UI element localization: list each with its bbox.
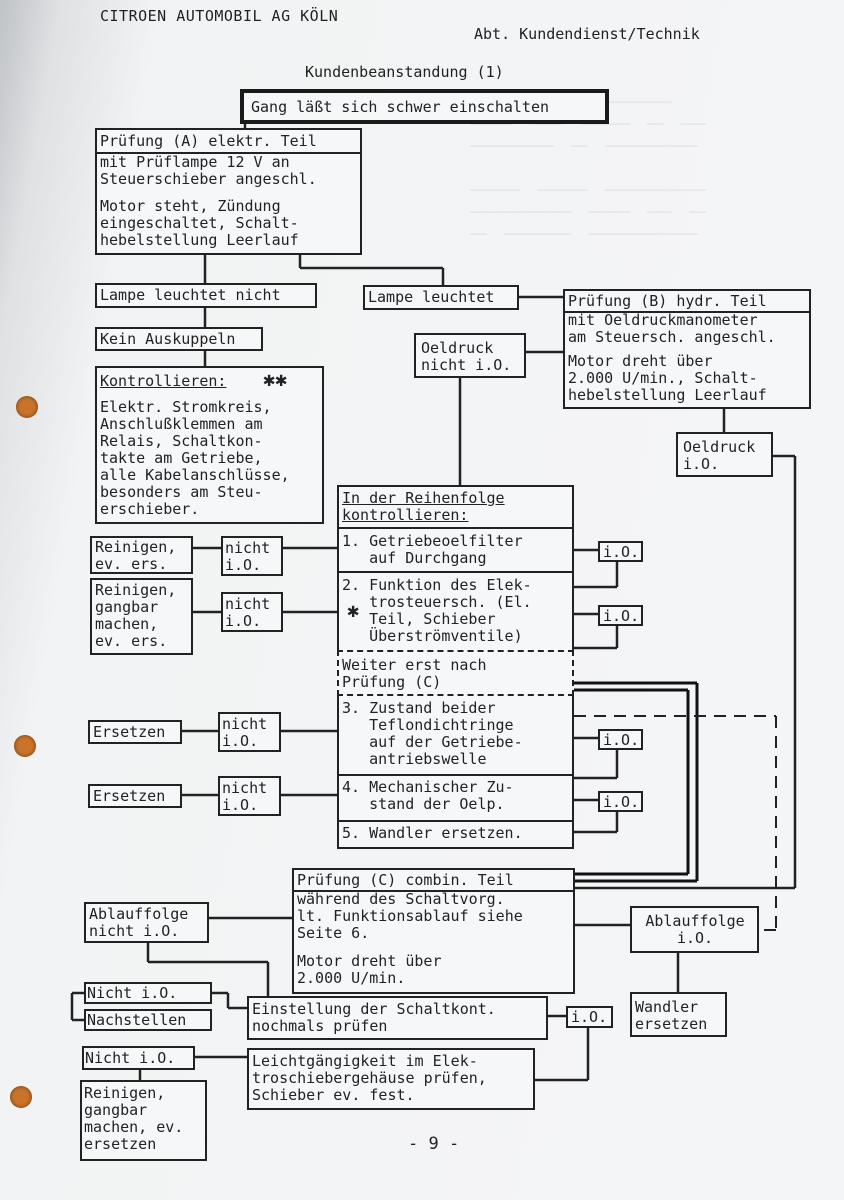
test-c-box: Prüfung (C) combin. Teil während des Sch…	[292, 868, 575, 994]
ok-text-5: i.O.	[571, 1008, 608, 1026]
lamp-not-lit-text: Lampe leuchtet nicht	[100, 286, 281, 304]
ease-check-text: Leichtgängigkeit im Elek- troschiebergeh…	[252, 1052, 487, 1104]
sequence-item-5: 5. Wandler ersetzen.	[342, 824, 523, 842]
not-ok-box-3: nicht i.O.	[218, 712, 281, 752]
test-c-conditions: Motor dreht über 2.000 U/min.	[297, 952, 442, 987]
check-body: Elektr. Stromkreis, Anschlußklemmen am R…	[100, 398, 290, 518]
no-decoupling-text: Kein Auskuppeln	[100, 330, 236, 348]
sequence-box-top: In der Reihenfolge kontrollieren: 1. Get…	[337, 485, 574, 650]
oil-pressure-not-ok-box: Oeldruck nicht i.O.	[414, 333, 526, 378]
oil-pressure-ok-text: Oeldruck i.O.	[683, 438, 756, 473]
ok-text-2: i.O.	[603, 607, 640, 625]
clean-replace-box-2: Reinigen, gangbar machen, ev. ers.	[90, 578, 193, 655]
no-decoupling-box: Kein Auskuppeln	[95, 327, 263, 351]
replace-text-1: Ersetzen	[93, 723, 166, 741]
sequence-title: In der Reihenfolge kontrollieren:	[342, 489, 505, 524]
ok-box-1: i.O.	[598, 541, 643, 562]
test-c-title: Prüfung (C) combin. Teil	[297, 871, 514, 889]
test-b-conditions: Motor dreht über 2.000 U/min., Schalt- h…	[568, 352, 767, 404]
not-ok-text-3: nicht i.O.	[222, 715, 268, 750]
not-ok-text-4: nicht i.O.	[222, 779, 268, 814]
binder-hole	[10, 1086, 32, 1108]
clean-replace-text-2: Reinigen, gangbar machen, ev. ers.	[95, 581, 177, 650]
not-ok-box-6: Nicht i.O.	[82, 1046, 195, 1070]
ok-box-4: i.O.	[598, 791, 643, 812]
sequence-item-2: 2. Funktion des Elek- trosteuersch. (El.…	[342, 576, 532, 645]
replace-converter-text: Wandler ersetzen	[635, 998, 708, 1033]
replace-box-1: Ersetzen	[88, 720, 182, 744]
not-ok-box-4: nicht i.O.	[218, 776, 281, 816]
test-b-box: Prüfung (B) hydr. Teil mit Oeldruckmanom…	[563, 289, 811, 409]
sequence-item-4: 4. Mechanischer Zu- stand der Oelp.	[342, 778, 514, 813]
switch-contacts-text: Einstellung der Schaltkont. nochmals prü…	[252, 1000, 496, 1035]
oil-pressure-ok-box: Oeldruck i.O.	[676, 432, 773, 477]
readjust-text: Nachstellen	[87, 1011, 187, 1029]
readjust-box: Nachstellen	[84, 1009, 212, 1031]
ok-box-3: i.O.	[598, 729, 643, 750]
lamp-lit-text: Lampe leuchtet	[368, 288, 495, 306]
not-ok-box-1: nicht i.O.	[221, 536, 283, 576]
ease-check-box: Leichtgängigkeit im Elek- troschiebergeh…	[247, 1048, 535, 1110]
company-name: CITROEN AUTOMOBIL AG KÖLN	[100, 7, 339, 25]
ok-box-2: i.O.	[598, 605, 643, 626]
clean-replace-text-1: Reinigen, ev. ers.	[95, 538, 177, 573]
sequence-ok-box: Ablauffolge i.O.	[630, 906, 759, 953]
sequence-not-ok-box: Ablauffolge nicht i.O.	[84, 902, 209, 943]
sequence-not-ok-text: Ablauffolge nicht i.O.	[89, 905, 189, 940]
test-a-title: Prüfung (A) elektr. Teil	[100, 132, 317, 150]
bleed-through-text: ───────── ─────────── ───── ──── ────── …	[470, 95, 707, 243]
not-ok-box-5: Nicht i.O.	[84, 982, 212, 1004]
binder-hole	[14, 735, 36, 757]
sequence-note-box: Weiter erst nach Prüfung (C)	[337, 650, 574, 696]
test-b-title: Prüfung (B) hydr. Teil	[568, 292, 767, 310]
ok-text-1: i.O.	[603, 543, 640, 561]
not-ok-text-5: Nicht i.O.	[87, 984, 178, 1002]
test-a-conditions: Motor steht, Zündung eingeschaltet, Scha…	[100, 197, 299, 249]
test-b-body: mit Oeldruckmanometer am Steuersch. ange…	[568, 311, 776, 346]
check-box: Kontrollieren: ✱✱ Elektr. Stromkreis, An…	[95, 366, 324, 524]
problem-text: Gang läßt sich schwer einschalten	[251, 98, 550, 116]
sequence-box-bottom: 3. Zustand beider Teflondichtringe auf d…	[337, 696, 574, 849]
ok-text-4: i.O.	[603, 793, 640, 811]
page-title: Kundenbeanstandung (1)	[305, 63, 504, 81]
sequence-item-1: 1. Getriebeoelfilter auf Durchgang	[342, 532, 523, 567]
switch-contacts-box: Einstellung der Schaltkont. nochmals prü…	[247, 996, 548, 1040]
lamp-not-lit-box: Lampe leuchtet nicht	[95, 283, 317, 308]
clean-final-text: Reinigen, gangbar machen, ev. ersetzen	[84, 1084, 184, 1153]
clean-replace-box-1: Reinigen, ev. ers.	[90, 536, 193, 574]
replace-box-2: Ersetzen	[88, 784, 182, 808]
not-ok-text-6: Nicht i.O.	[85, 1049, 176, 1067]
ok-text-3: i.O.	[603, 731, 640, 749]
not-ok-text-1: nicht i.O.	[225, 539, 271, 574]
lamp-lit-box: Lampe leuchtet	[363, 285, 519, 310]
not-ok-text-2: nicht i.O.	[225, 595, 271, 630]
oil-pressure-not-ok-text: Oeldruck nicht i.O.	[421, 339, 512, 374]
sequence-note: Weiter erst nach Prüfung (C)	[342, 656, 487, 691]
asterisk-icon: ✱✱	[263, 367, 288, 391]
replace-text-2: Ersetzen	[93, 787, 166, 805]
test-c-body: während des Schaltvorg. lt. Funktionsabl…	[297, 890, 523, 942]
not-ok-box-2: nicht i.O.	[221, 592, 283, 632]
test-a-body: mit Prüflampe 12 V an Steuerschieber ang…	[100, 153, 317, 188]
ok-box-5: i.O.	[566, 1006, 613, 1028]
sequence-item-3: 3. Zustand beider Teflondichtringe auf d…	[342, 699, 523, 768]
sequence-ok-text: Ablauffolge i.O.	[645, 912, 745, 947]
check-title: Kontrollieren:	[100, 372, 227, 390]
page-number: - 9 -	[408, 1134, 460, 1154]
replace-converter-box: Wandler ersetzen	[630, 992, 727, 1037]
test-a-box: Prüfung (A) elektr. Teil mit Prüflampe 1…	[95, 128, 362, 255]
department: Abt. Kundendienst/Technik	[474, 25, 700, 43]
problem-box: Gang läßt sich schwer einschalten	[240, 89, 609, 124]
asterisk-icon: ✱	[347, 598, 360, 622]
binder-hole	[16, 396, 38, 418]
clean-final-box: Reinigen, gangbar machen, ev. ersetzen	[80, 1080, 207, 1161]
